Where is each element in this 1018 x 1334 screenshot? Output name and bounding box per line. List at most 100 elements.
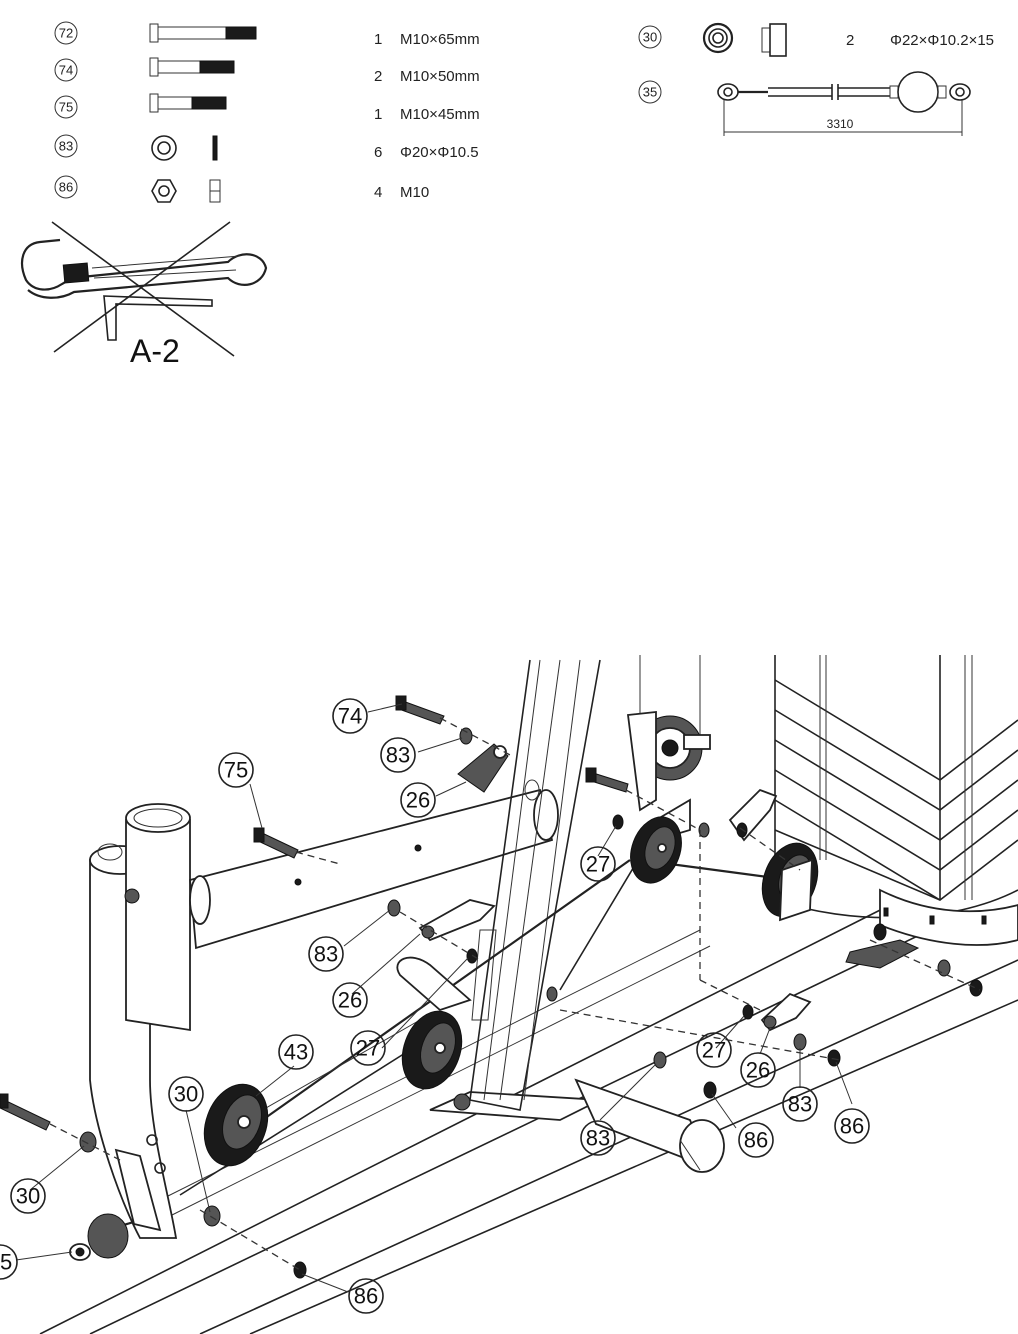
callout-86: 86 [348,1278,384,1314]
svg-text:83: 83 [386,743,410,768]
svg-text:86: 86 [354,1284,378,1309]
callout-26: 26 [332,982,368,1018]
callout-83: 83 [580,1120,616,1156]
svg-text:83: 83 [586,1126,610,1151]
part-row-86: 86 4 M10 [54,175,429,203]
step-label: A-2 [130,333,180,369]
bolt-72-left [0,1093,51,1131]
svg-text:30: 30 [16,1184,40,1209]
part-qty: 2 [374,68,382,85]
part-spec: M10 [400,184,429,201]
pulley-mid-center [630,816,682,884]
hardware-list: 72 1 M10×65mm 74 2 M10×50mm 75 [54,21,480,203]
part-ref: 86 [59,180,73,195]
part-qty: 1 [374,31,382,48]
part-spec: Φ20×Φ10.5 [400,144,479,161]
wrench-and-hex-key-icon: A-2 [21,221,268,369]
svg-text:27: 27 [702,1038,726,1063]
footrest-tube [574,1078,725,1173]
svg-text:86: 86 [840,1114,864,1139]
bushing-icon [702,22,787,57]
callout-26: 26 [740,1052,776,1088]
left-upright [89,803,191,1239]
alignment-lines [49,717,981,1271]
part-ref: 30 [643,30,657,45]
svg-text:27: 27 [356,1036,380,1061]
bracket-26-right [760,939,920,1032]
part-ref: 74 [59,63,73,78]
svg-text:26: 26 [406,788,430,813]
bolt-74-top [395,695,445,725]
cable-end-35 [69,1213,155,1261]
svg-text:74: 74 [338,704,362,729]
svg-text:83: 83 [788,1092,812,1117]
part-ref: 83 [59,139,73,154]
assembly-drawing: 74 75 83 26 27 83 [0,655,1018,1334]
part-row-30: 30 2 Φ22×Φ10.2×15 [638,22,994,57]
top-pulley-assembly [626,655,711,842]
pulley-lower-center [396,956,472,1090]
part-spec: M10×50mm [400,68,480,85]
crossbar [189,788,559,950]
part-ref: 35 [643,85,657,100]
upright-clevis [114,1148,162,1232]
part-row-74: 74 2 M10×50mm [54,57,480,85]
part-qty: 4 [374,184,382,201]
hardware-washers-nuts [79,727,983,1279]
part-ref: 75 [59,100,73,115]
part-ref: 72 [59,26,73,41]
part-spec: M10×65mm [400,31,480,48]
callouts: 74 75 83 26 27 83 [0,698,870,1314]
svg-text:26: 26 [338,988,362,1013]
bolt-icon [149,23,257,43]
svg-text:35: 35 [0,1250,12,1275]
cable-length-dimension: 3310 [827,117,854,131]
bolt-75 [253,827,299,859]
part-row-72: 72 1 M10×65mm [54,21,480,48]
part-qty: 6 [374,144,382,161]
washer-icon [151,135,218,161]
nut-icon [151,179,221,203]
callout-35: 35 [0,1244,18,1280]
bolt-icon [149,93,227,113]
callout-30: 30 [10,1178,46,1214]
callout-83: 83 [308,936,344,972]
svg-text:30: 30 [174,1082,198,1107]
callout-83: 83 [782,1086,818,1122]
callout-86: 86 [738,1122,774,1158]
leader-lines [15,703,853,1293]
central-upright [469,659,601,1111]
part-qty: 2 [846,32,854,49]
part-spec: Φ22×Φ10.2×15 [890,32,994,49]
callout-27: 27 [696,1032,732,1068]
svg-text:86: 86 [744,1128,768,1153]
callout-30: 30 [168,1076,204,1112]
svg-text:26: 26 [746,1058,770,1083]
pulley-43 [203,1083,269,1167]
callout-27: 27 [350,1030,386,1066]
part-row-75: 75 1 M10×45mm [54,93,480,123]
bracket-26-top [457,743,509,793]
svg-text:43: 43 [284,1040,308,1065]
cable-icon [717,71,971,136]
callout-43: 43 [278,1034,314,1070]
pulley-right [728,788,819,922]
svg-text:75: 75 [224,758,248,783]
part-qty: 1 [374,106,382,123]
callout-26: 26 [400,782,436,818]
weight-stack [774,655,1018,946]
part-row-83: 83 6 Φ20×Φ10.5 [54,134,479,161]
svg-text:27: 27 [586,852,610,877]
callout-27: 27 [580,846,616,882]
bolt-74-mid [585,767,629,793]
part-row-35: 35 3310 [638,71,971,136]
bolt-icon [149,57,235,77]
part-spec: M10×45mm [400,106,480,123]
callout-86: 86 [834,1108,870,1144]
callout-75: 75 [218,752,254,788]
svg-text:83: 83 [314,942,338,967]
bracket-26-mid [418,899,496,942]
callout-74: 74 [332,698,368,734]
callout-83: 83 [380,737,416,773]
